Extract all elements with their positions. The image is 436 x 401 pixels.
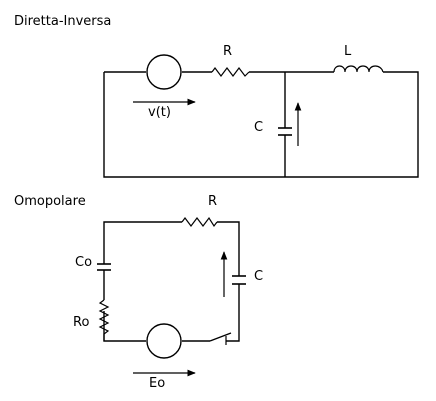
- label-ro: Ro: [73, 315, 89, 330]
- wire-loop-1: [103, 71, 419, 178]
- label-co: Co: [75, 255, 92, 270]
- capacitor-c-icon: [278, 127, 292, 136]
- label-r-omopolare: R: [208, 194, 217, 209]
- circuit-omopolare: Omopolare R Co Ro C Eo: [14, 194, 263, 391]
- voltage-source-omopolare-icon: [146, 323, 182, 359]
- title-omopolare: Omopolare: [14, 194, 86, 209]
- resistor-ro-icon: [98, 299, 110, 341]
- resistor-r-icon: [211, 67, 250, 77]
- circuit-diretta-inversa: Diretta-Inversa R L C v(t): [14, 14, 419, 178]
- capacitor-c-omopolare-icon: [232, 275, 246, 285]
- voltage-source-icon: [146, 54, 182, 90]
- capacitor-co-icon: [97, 263, 111, 271]
- resistor-r-omopolare-icon: [181, 216, 218, 228]
- inductor-l-icon: [333, 65, 384, 73]
- label-l: L: [344, 44, 352, 59]
- label-c-omopolare: C: [254, 269, 263, 284]
- label-source: v(t): [148, 105, 171, 120]
- wire-loop-2: [103, 221, 240, 342]
- label-eo: Eo: [149, 376, 165, 391]
- label-c: C: [254, 120, 263, 135]
- title-diretta-inversa: Diretta-Inversa: [14, 14, 111, 29]
- label-r: R: [223, 44, 232, 59]
